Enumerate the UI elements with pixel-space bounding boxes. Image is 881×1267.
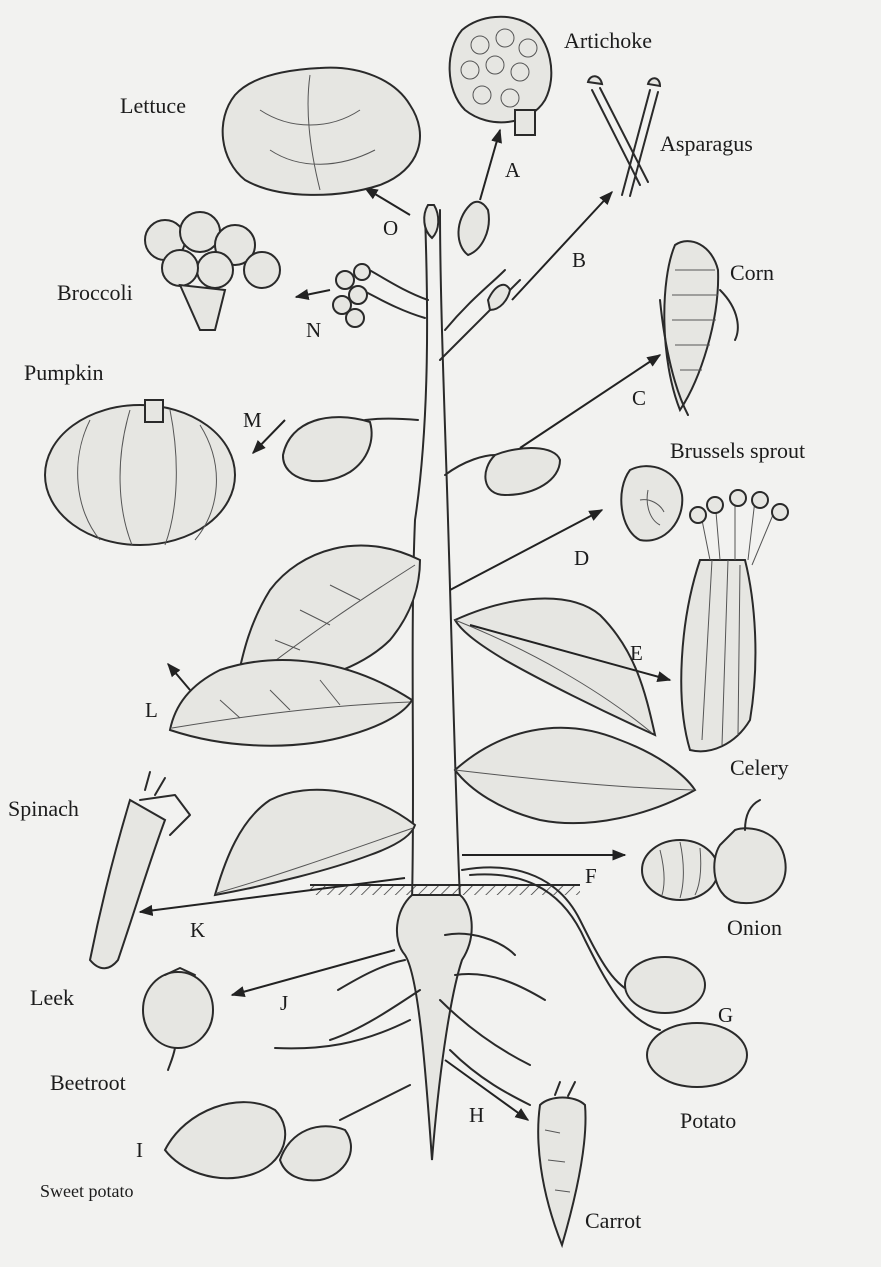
label-lettuce: Lettuce: [120, 95, 186, 117]
letter-i: I: [136, 1140, 143, 1161]
letter-e: E: [630, 643, 643, 664]
main-root: [275, 895, 545, 1160]
letter-f: F: [585, 866, 597, 887]
label-sweet-potato: Sweet potato: [40, 1182, 133, 1200]
brussels-sprout-drawing: [621, 466, 682, 540]
broccoli-flower-cluster: [333, 264, 370, 327]
letter-g: G: [718, 1005, 733, 1026]
letter-b: B: [572, 250, 586, 271]
label-leek: Leek: [30, 987, 74, 1009]
onion-drawing: [642, 800, 786, 903]
asparagus-drawing: [588, 76, 660, 196]
leaf-right-lower: [455, 728, 695, 823]
label-carrot: Carrot: [585, 1210, 641, 1232]
letter-l: L: [145, 700, 158, 721]
label-pumpkin: Pumpkin: [24, 362, 103, 384]
label-potato: Potato: [680, 1110, 736, 1132]
letter-h: H: [469, 1105, 484, 1126]
label-artichoke: Artichoke: [564, 30, 652, 52]
letter-m: M: [243, 410, 262, 431]
letter-n: N: [306, 320, 321, 341]
leaf-lower-left: [170, 660, 412, 746]
corn-drawing: [660, 241, 738, 415]
letter-o: O: [383, 218, 398, 239]
label-brussels-sprout: Brussels sprout: [670, 440, 805, 462]
label-spinach: Spinach: [8, 798, 79, 820]
pumpkin-fruit: [283, 417, 372, 481]
leek-drawing: [90, 772, 190, 968]
beetroot-drawing: [143, 968, 213, 1070]
lettuce-drawing: [223, 68, 420, 195]
letter-c: C: [632, 388, 646, 409]
carrot-drawing: [538, 1082, 585, 1245]
artichoke-drawing: [450, 17, 552, 135]
label-broccoli: Broccoli: [57, 282, 133, 304]
letter-d: D: [574, 548, 589, 569]
corn-ear-on-stem: [485, 448, 560, 495]
label-celery: Celery: [730, 757, 789, 779]
letter-a: A: [505, 160, 520, 181]
pumpkin-drawing: [45, 400, 235, 545]
letter-k: K: [190, 920, 205, 941]
leaf-left-bottom: [215, 790, 415, 895]
celery-drawing: [681, 490, 788, 751]
label-beetroot: Beetroot: [50, 1072, 126, 1094]
broccoli-drawing: [145, 212, 280, 330]
label-onion: Onion: [727, 917, 782, 939]
letter-j: J: [280, 993, 288, 1014]
sweet-potato-drawing: [165, 1102, 351, 1180]
artichoke-bud: [458, 202, 488, 255]
label-asparagus: Asparagus: [660, 133, 753, 155]
asparagus-shoot: [488, 285, 510, 310]
label-corn: Corn: [730, 262, 774, 284]
